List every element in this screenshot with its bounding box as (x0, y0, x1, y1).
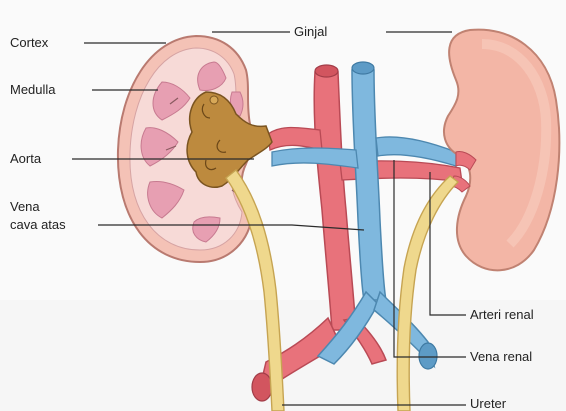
right-kidney-external (444, 30, 559, 271)
vena-cava-label: Vena cava atas (10, 198, 66, 234)
arteri-renal-label: Arteri renal (470, 307, 534, 322)
aorta-label: Aorta (10, 151, 41, 166)
ureter-label: Ureter (470, 396, 506, 411)
cortex-label: Cortex (10, 35, 48, 50)
vena-renal-label: Vena renal (470, 349, 532, 364)
ginjal-label: Ginjal (294, 24, 327, 39)
medulla-label: Medulla (10, 82, 56, 97)
